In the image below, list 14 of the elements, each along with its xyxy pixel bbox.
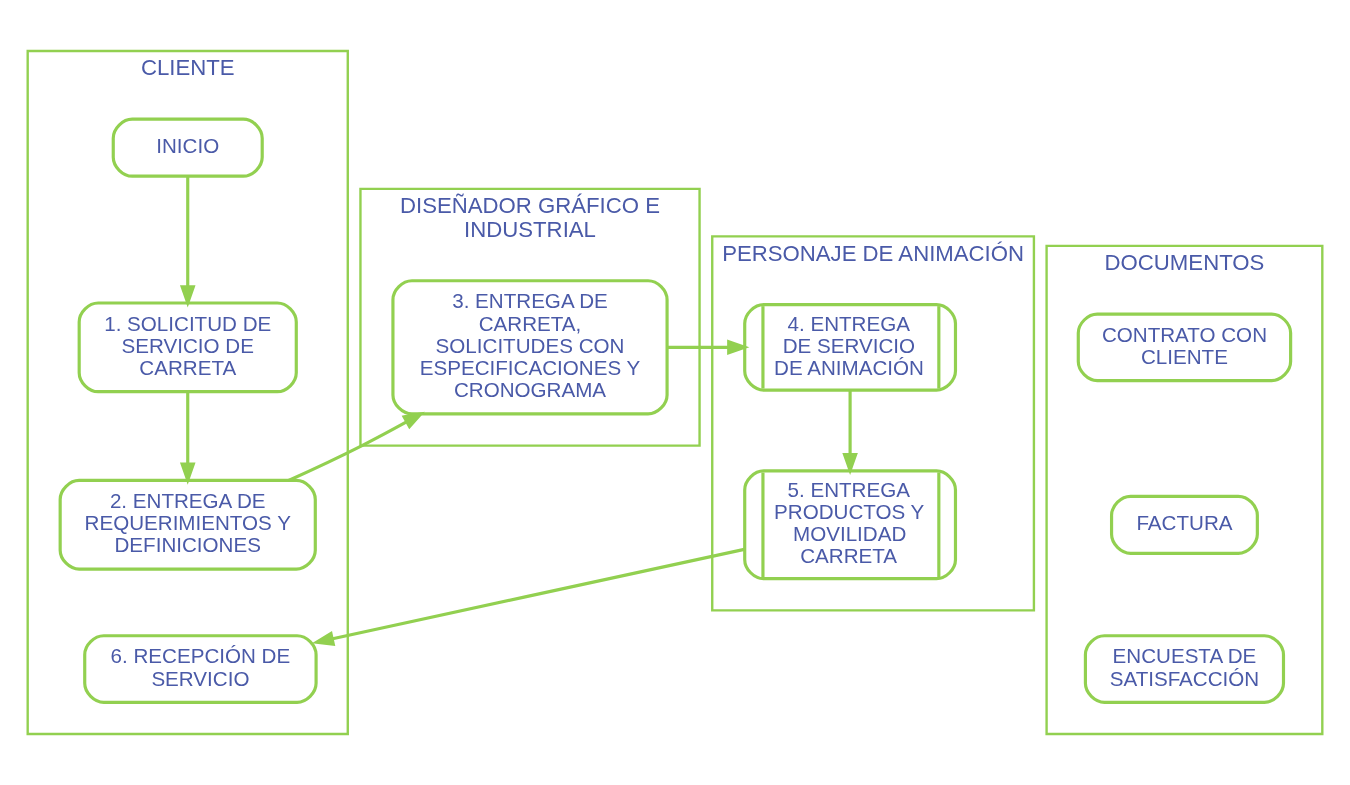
node-box: ENCUESTA DE SATISFACCIÓN xyxy=(1083,634,1286,704)
node-box: CONTRATO CON CLIENTE xyxy=(1076,312,1293,383)
arrow xyxy=(179,392,196,485)
arrow xyxy=(287,411,425,482)
node-box: FACTURA xyxy=(1109,494,1259,555)
arrow xyxy=(667,339,750,356)
node-box: INICIO xyxy=(111,117,264,178)
arrow xyxy=(311,547,745,647)
node-box: 1. SOLICITUD DE SERVICIO DE CARRETA xyxy=(77,301,298,394)
arrow xyxy=(179,176,196,308)
node-box: 6. RECEPCIÓN DE SERVICIO xyxy=(83,634,318,704)
arrow xyxy=(842,390,858,476)
node-box: 3. ENTREGA DE CARRETA, SOLICITUDES CON ESPECIFICACIONES Y CRONOGRAMA xyxy=(391,279,669,416)
node-box: 2. ENTREGA DE REQUERIMIENTOS Y DEFINICIONES xyxy=(58,478,317,571)
